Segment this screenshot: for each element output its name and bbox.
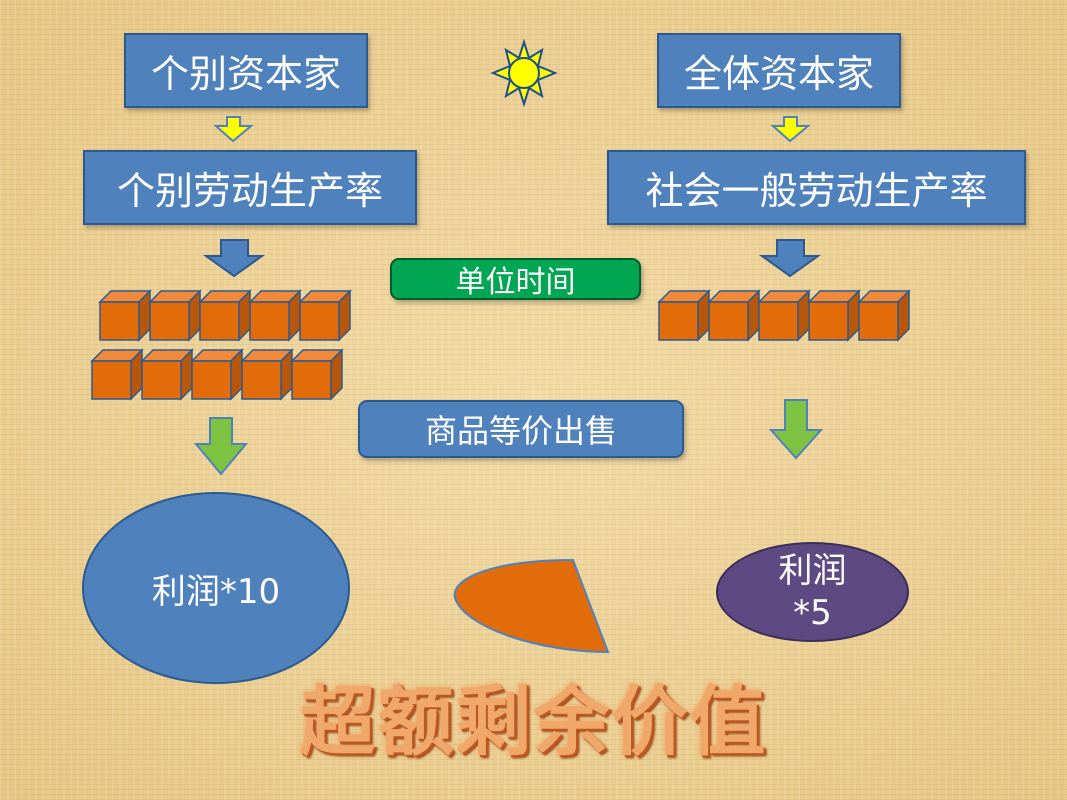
commodity-cube [757, 289, 811, 342]
profit-social-label-line2: *5 [793, 593, 832, 633]
commodity-cube [90, 348, 144, 401]
commodity-cube [298, 289, 352, 342]
arrow-blue-left [202, 239, 266, 278]
box-all-capitalists: 全体资本家 [657, 33, 901, 108]
commodity-cube [707, 289, 761, 342]
commodity-cube [657, 289, 711, 342]
commodity-cube [248, 289, 302, 342]
commodity-cube [807, 289, 861, 342]
commodity-cube [140, 348, 194, 401]
commodity-cube [290, 348, 344, 401]
arrow-yellow-left [213, 116, 254, 143]
commodity-cube [190, 348, 244, 401]
commodity-cube [240, 348, 294, 401]
profit-social-ellipse: 利润 *5 [716, 542, 909, 642]
commodity-cube [857, 289, 911, 342]
profit-social-label-line1: 利润 [778, 551, 847, 591]
box-individual-productivity: 个别劳动生产率 [83, 150, 417, 225]
profit-individual-ellipse: 利润*10 [82, 492, 350, 684]
box-unit-time: 单位时间 [390, 258, 641, 300]
arrow-green-left [193, 417, 249, 476]
arrow-green-right [768, 399, 824, 460]
commodity-cube [98, 289, 152, 342]
commodity-cube [198, 289, 252, 342]
box-equal-price-sale: 商品等价出售 [358, 400, 684, 458]
arrow-yellow-right [770, 116, 811, 143]
surplus-value-banner: 超额剩余价值 [299, 677, 768, 766]
box-social-productivity: 社会一般劳动生产率 [607, 150, 1026, 225]
commodity-cube [148, 289, 202, 342]
commodity-group-left [90, 289, 352, 401]
pie-slice-shape [453, 558, 610, 654]
profit-individual-label: 利润*10 [151, 571, 281, 612]
commodity-group-right [657, 289, 911, 342]
sun-icon [490, 38, 558, 108]
arrow-blue-right [758, 239, 822, 278]
box-individual-capitalist: 个别资本家 [124, 33, 368, 108]
